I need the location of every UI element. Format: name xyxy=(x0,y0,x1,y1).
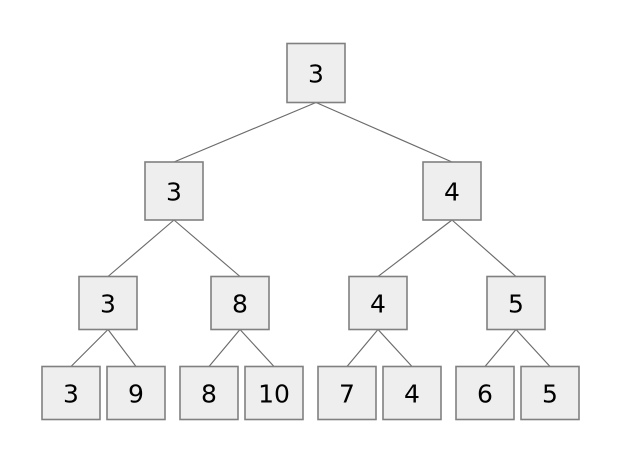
node-label: 4 xyxy=(404,380,420,409)
tree-edge-n4-n9 xyxy=(208,329,241,367)
node-label: 8 xyxy=(201,380,217,409)
node-box[interactable] xyxy=(210,275,270,331)
tree-edge-n3-n7 xyxy=(70,329,109,367)
node-box[interactable] xyxy=(244,365,304,421)
tree-node[interactable]: 8 xyxy=(210,275,270,331)
node-box[interactable] xyxy=(520,365,580,421)
node-box[interactable] xyxy=(486,275,546,331)
node-label: 4 xyxy=(444,178,460,207)
node-label: 5 xyxy=(542,380,558,409)
edge-layer xyxy=(70,101,551,367)
tree-edge-n2-n6 xyxy=(451,219,517,277)
tree-node[interactable]: 8 xyxy=(179,365,239,421)
node-box[interactable] xyxy=(348,275,408,331)
tree-node[interactable]: 7 xyxy=(317,365,377,421)
node-box[interactable] xyxy=(41,365,101,421)
node-label: 6 xyxy=(477,380,493,409)
node-label: 3 xyxy=(63,380,79,409)
node-layer: 3 3 4 3 8 4 5 3 9 8 10 7 4 6 5 xyxy=(41,42,580,421)
tree-edge-n2-n5 xyxy=(377,219,453,277)
node-box[interactable] xyxy=(382,365,442,421)
node-box[interactable] xyxy=(144,161,204,221)
tree-node[interactable]: 9 xyxy=(106,365,166,421)
tree-node[interactable]: 10 xyxy=(244,365,304,421)
tree-edge-n0-n2 xyxy=(315,101,453,163)
node-label: 8 xyxy=(232,290,248,319)
node-label: 7 xyxy=(339,380,355,409)
tree-node[interactable]: 3 xyxy=(41,365,101,421)
node-label: 4 xyxy=(370,290,386,319)
tree-edge-n6-n14 xyxy=(515,329,551,367)
tree-node[interactable]: 5 xyxy=(520,365,580,421)
node-box[interactable] xyxy=(179,365,239,421)
tree-edge-n1-n4 xyxy=(173,219,241,277)
tree-edge-n3-n8 xyxy=(107,329,137,367)
tree-edge-n1-n3 xyxy=(107,219,175,277)
node-box[interactable] xyxy=(286,42,346,104)
tree-edge-n4-n10 xyxy=(239,329,275,367)
tree-node[interactable]: 3 xyxy=(78,275,138,331)
node-label: 3 xyxy=(308,60,324,89)
tree-edge-n5-n11 xyxy=(346,329,379,367)
node-label: 10 xyxy=(258,380,290,409)
node-label: 9 xyxy=(128,380,144,409)
tree-edge-n5-n12 xyxy=(377,329,413,367)
node-box[interactable] xyxy=(317,365,377,421)
node-box[interactable] xyxy=(422,161,482,221)
node-label: 5 xyxy=(508,290,524,319)
tree-node[interactable]: 4 xyxy=(382,365,442,421)
tree-node[interactable]: 5 xyxy=(486,275,546,331)
node-label: 3 xyxy=(166,178,182,207)
tree-node[interactable]: 4 xyxy=(422,161,482,221)
tree-node[interactable]: 4 xyxy=(348,275,408,331)
tree-edge-n6-n13 xyxy=(484,329,517,367)
node-box[interactable] xyxy=(455,365,515,421)
tree-edge-n0-n1 xyxy=(173,101,317,163)
node-label: 3 xyxy=(100,290,116,319)
tree-node[interactable]: 6 xyxy=(455,365,515,421)
node-box[interactable] xyxy=(78,275,138,331)
tree-node[interactable]: 3 xyxy=(286,42,346,104)
tree-node[interactable]: 3 xyxy=(144,161,204,221)
node-box[interactable] xyxy=(106,365,166,421)
